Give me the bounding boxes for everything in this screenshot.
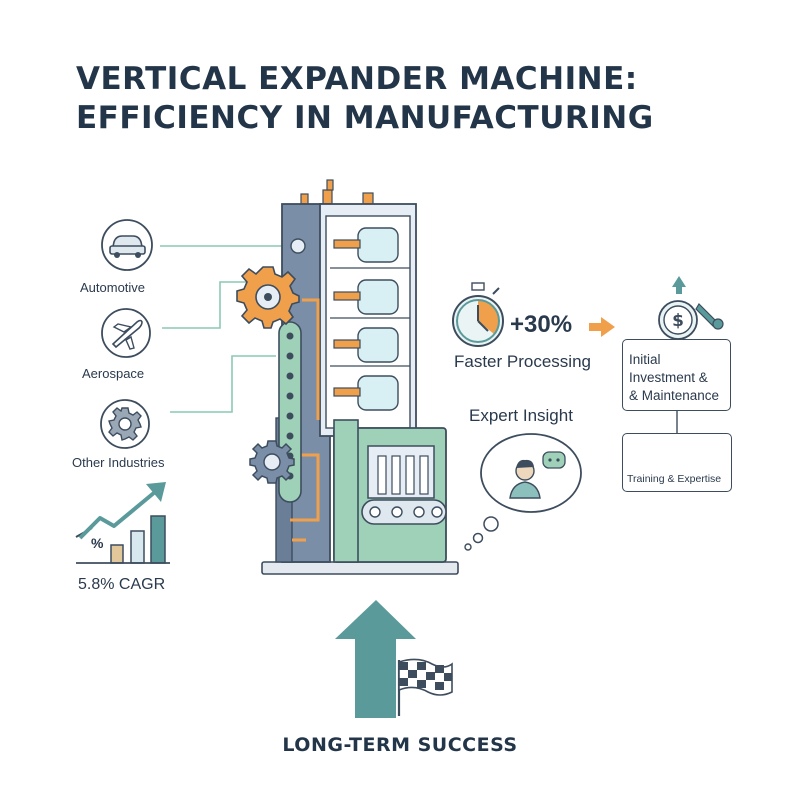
expert-person-icon xyxy=(509,459,541,499)
investment-line-2: Investment & xyxy=(629,370,708,385)
percent-symbol: % xyxy=(91,535,104,551)
airplane-icon xyxy=(101,308,151,358)
up-arrow-icon xyxy=(335,600,416,718)
cagr-label: 5.8% CAGR xyxy=(78,576,166,593)
checkered-flag-icon xyxy=(397,658,453,716)
growth-chart-icon xyxy=(75,482,170,564)
investment-box: Initial Investment & & Maintenance xyxy=(622,339,731,411)
training-box: Training & Expertise xyxy=(622,433,732,492)
industry-label-automotive: Automotive xyxy=(80,280,146,295)
investment-money-icon: $ xyxy=(658,276,724,340)
investment-line-1: Initial xyxy=(629,352,661,367)
title-line-2: EFFICIENCY IN MANUFACTURING xyxy=(76,100,654,136)
performance-label: Faster Processing xyxy=(454,352,591,371)
speech-bubble-icon xyxy=(542,451,566,469)
vertical-expander-machine xyxy=(236,179,459,575)
stopwatch-icon xyxy=(452,282,504,347)
title-line-1: VERTICAL EXPANDER MACHINE: xyxy=(76,61,638,97)
industry-label-aerospace: Aerospace xyxy=(82,366,145,381)
long-term-success-label: LONG-TERM SUCCESS xyxy=(282,734,518,756)
gear-icon xyxy=(100,399,150,449)
investment-line-3: & Maintenance xyxy=(629,388,720,403)
orange-arrow xyxy=(589,317,615,337)
industry-connectors xyxy=(160,245,290,413)
training-label: Training & Expertise xyxy=(627,473,722,485)
performance-value: +30% xyxy=(510,311,573,338)
industry-label-other: Other Industries xyxy=(72,455,165,470)
car-icon xyxy=(101,219,153,271)
page-title: VERTICAL EXPANDER MACHINE: EFFICIENCY IN… xyxy=(76,60,654,138)
svg-text:$: $ xyxy=(672,311,684,331)
expert-insight-label: Expert Insight xyxy=(469,406,573,425)
